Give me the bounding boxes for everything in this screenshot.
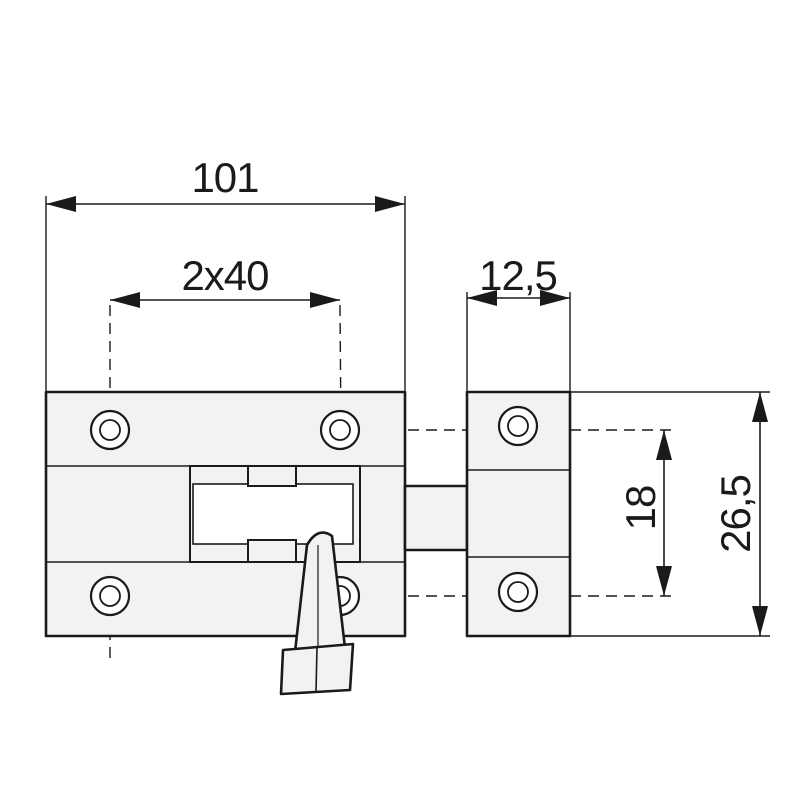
bolt-base-plate [44, 390, 407, 638]
dim-label-overall-length: 101 [191, 154, 258, 201]
keeper-plate [465, 390, 572, 638]
guide-tab-top [247, 465, 297, 487]
screw-hole-bottom-left-inner [99, 585, 121, 607]
dim-label-keeper-width: 12,5 [479, 252, 557, 299]
dim-arrow-keeper-width-left [467, 290, 497, 306]
handle-stem [293, 531, 347, 654]
dimension-lines [46, 196, 768, 636]
dim-arrow-overall-height-bottom [752, 606, 768, 636]
screw-hole-top-left-inner [99, 419, 121, 441]
bolt-shaft [403, 484, 469, 552]
dim-arrow-overall-height-top [752, 392, 768, 422]
dim-arrow-hole-vertical-bottom [656, 566, 672, 596]
dim-label-overall-height: 26,5 [712, 475, 759, 553]
dim-label-hole-vertical-spacing: 18 [617, 486, 664, 531]
screw-hole-top-right-inner [329, 419, 351, 441]
dim-arrow-overall-length-left [46, 196, 76, 212]
dim-arrow-hole-spacing-left [110, 292, 140, 308]
dim-arrow-hole-vertical-top [656, 430, 672, 460]
dim-label-hole-spacing: 2x40 [181, 252, 268, 299]
keeper-hole-bottom-inner [507, 581, 529, 603]
dim-arrow-keeper-width-right [540, 290, 570, 306]
bolt-handle [279, 531, 355, 696]
dim-arrow-overall-length-right [375, 196, 405, 212]
handle-grip-groove [315, 647, 318, 693]
dim-arrow-hole-spacing-right [310, 292, 340, 308]
keeper-hole-top-inner [507, 415, 529, 437]
extension-lines [45, 196, 770, 637]
dimension-labels: 101 2x40 12,5 18 26,5 [181, 154, 759, 553]
guide-tab-bottom [247, 539, 297, 563]
